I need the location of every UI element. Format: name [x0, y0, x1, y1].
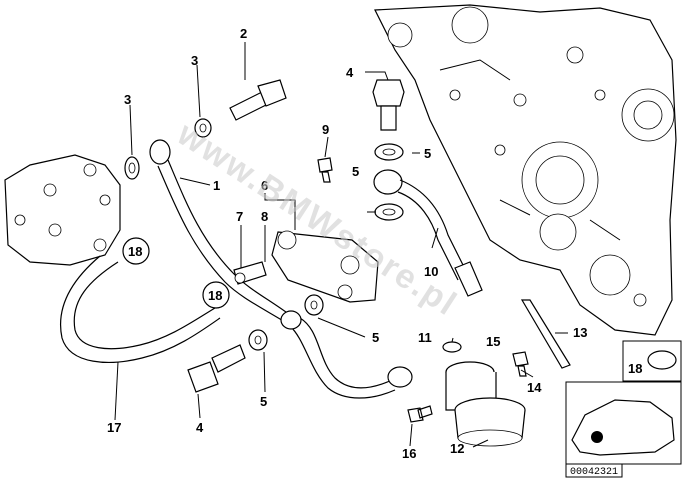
banjo-bolt	[372, 79, 405, 131]
callout-11: 11	[418, 330, 432, 345]
diagram-id-box	[565, 463, 623, 478]
hex-bolt	[512, 351, 529, 377]
callout-8: 8	[261, 209, 268, 224]
callout-5: 5	[260, 394, 267, 409]
callout-3: 3	[124, 92, 131, 107]
callout-17: 17	[107, 420, 121, 435]
callout-18: 18	[208, 288, 222, 303]
hose-line	[399, 179, 469, 276]
hex-bolt	[407, 405, 433, 423]
callout-circle	[202, 281, 230, 309]
callout-13: 13	[573, 325, 587, 340]
callout-18: 18	[128, 244, 142, 259]
location-dot	[591, 431, 603, 443]
hex-bolt	[317, 157, 333, 183]
callout-4: 4	[346, 65, 354, 80]
banjo-fitting	[280, 310, 302, 330]
hose-end-fitting	[454, 261, 483, 297]
pressure-hose	[299, 317, 393, 389]
callout-circle	[122, 237, 150, 265]
washer-hole	[128, 162, 136, 174]
callout-3: 3	[191, 53, 198, 68]
callout-7: 7	[236, 209, 243, 224]
pressure-hose	[167, 159, 291, 316]
mounting-bracket	[520, 299, 571, 369]
o-ring	[442, 341, 462, 353]
banjo-bolt	[187, 344, 246, 393]
banjo-bolt	[229, 79, 287, 121]
leader-lines	[114, 42, 568, 448]
callout-2: 2	[240, 26, 247, 41]
callout-9: 9	[322, 122, 329, 137]
callout-1: 1	[213, 178, 220, 193]
steering-pump	[4, 154, 121, 266]
callout-15: 15	[486, 334, 500, 349]
oil-reservoir	[445, 361, 526, 447]
distributor-block	[271, 230, 379, 303]
callout-18: 18	[628, 361, 642, 376]
banjo-fitting	[387, 366, 413, 388]
callout-16: 16	[402, 446, 416, 461]
callout-5: 5	[352, 164, 359, 179]
callout-5: 5	[372, 330, 379, 345]
banjo-fitting	[149, 139, 171, 165]
return-hose	[73, 261, 216, 350]
callout-14: 14	[527, 380, 542, 395]
callout-10: 10	[424, 264, 438, 279]
callout-5: 5	[424, 146, 431, 161]
diagram-id: 00042321	[570, 467, 618, 478]
banjo-fitting	[373, 169, 403, 195]
callout-6: 6	[261, 178, 268, 193]
hose-clamp	[647, 350, 677, 370]
callout-12: 12	[450, 441, 464, 456]
callout-4: 4	[196, 420, 204, 435]
engine-block	[374, 4, 677, 336]
